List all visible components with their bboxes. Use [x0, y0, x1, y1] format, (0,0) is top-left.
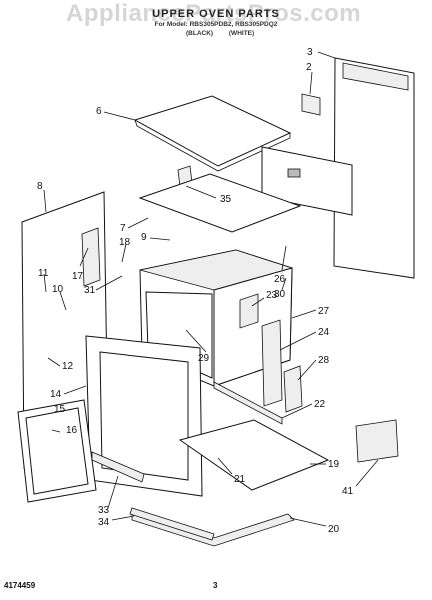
- document-number: 4174459: [4, 581, 36, 590]
- callout-14: 14: [50, 389, 62, 400]
- callout-labels: 3 2 6 8 35 7 9 18 11 17 10 31 26 30 23 2…: [37, 47, 354, 535]
- callout-3: 3: [307, 47, 313, 58]
- part-bottom-trim: [131, 511, 295, 547]
- callout-35: 35: [220, 194, 232, 205]
- callout-7: 7: [120, 223, 126, 234]
- callout-2: 2: [306, 62, 312, 73]
- callout-10: 10: [52, 284, 64, 295]
- callout-11: 11: [38, 268, 49, 279]
- model-subtitle: For Model: RBS305PDB2, RBS305PDQ2: [154, 21, 278, 28]
- part-bracket: [301, 93, 321, 116]
- callout-29: 29: [198, 353, 210, 364]
- callout-16: 16: [66, 425, 78, 436]
- callout-41: 41: [342, 486, 354, 497]
- callout-23: 23: [266, 290, 278, 301]
- callout-34: 34: [98, 517, 110, 528]
- color-code-white: (WHITE): [228, 30, 255, 37]
- part-bottom-panel: [178, 419, 330, 491]
- watermark: AppliancePartsPros.com: [66, 0, 362, 27]
- callout-24: 24: [318, 327, 330, 338]
- color-codes: (BLACK) (WHITE): [186, 30, 268, 37]
- callout-8: 8: [37, 181, 43, 192]
- leader-lines: [43, 51, 379, 527]
- callout-17: 17: [72, 271, 84, 282]
- callout-12: 12: [62, 361, 74, 372]
- callout-19: 19: [328, 459, 340, 470]
- callout-18: 18: [119, 237, 131, 248]
- part-side-panel: [261, 146, 353, 216]
- callout-28: 28: [318, 355, 330, 366]
- callout-21: 21: [234, 474, 246, 485]
- callout-26: 26: [274, 274, 286, 285]
- callout-30: 30: [274, 289, 286, 300]
- callout-9: 9: [141, 232, 147, 243]
- callout-27: 27: [318, 306, 330, 317]
- callout-22: 22: [314, 399, 326, 410]
- callout-6: 6: [96, 106, 102, 117]
- callout-31: 31: [84, 285, 96, 296]
- callout-15: 15: [54, 404, 66, 415]
- page-number: 3: [213, 581, 218, 590]
- diagram-title: UPPER OVEN PARTS: [152, 8, 280, 20]
- callout-33: 33: [98, 505, 110, 516]
- callout-20: 20: [328, 524, 340, 535]
- color-code-black: (BLACK): [186, 30, 214, 37]
- part-heat-shield: [138, 173, 302, 233]
